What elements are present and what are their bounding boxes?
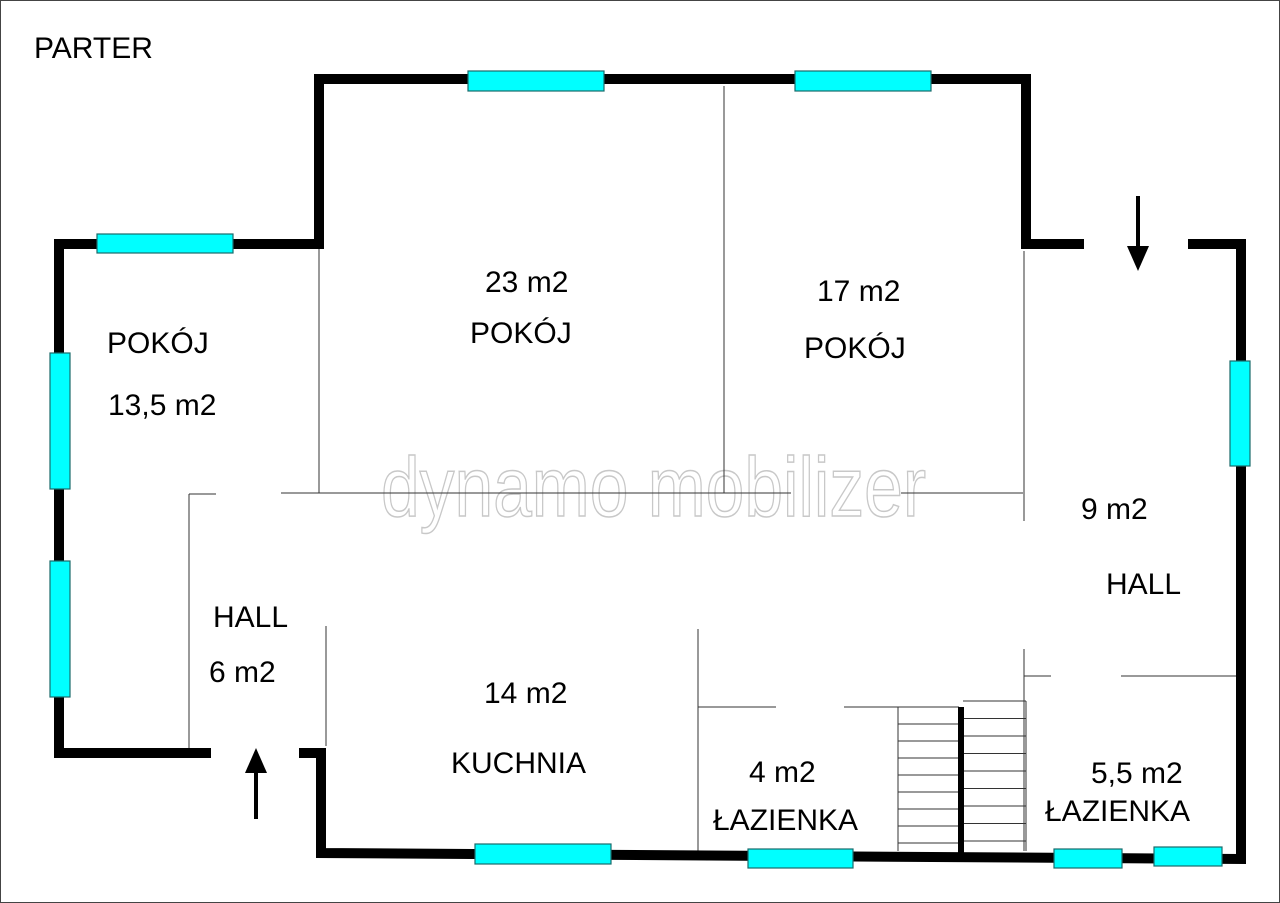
room-area: 14 m2 xyxy=(484,677,567,710)
room-name: POKÓJ xyxy=(804,332,906,365)
window xyxy=(96,233,234,254)
window xyxy=(1229,360,1251,467)
interior-walls xyxy=(188,86,1236,851)
room-name: ŁAZIENKA xyxy=(1045,795,1190,828)
windows xyxy=(49,70,1251,869)
room-area: 5,5 m2 xyxy=(1091,757,1183,790)
window xyxy=(474,843,612,865)
room-name: KUCHNIA xyxy=(451,747,586,780)
room-area: 6 m2 xyxy=(209,656,276,689)
arrow-up-icon xyxy=(245,748,267,819)
room-area: 23 m2 xyxy=(485,266,568,299)
room-name: HALL xyxy=(1106,568,1181,601)
room-area: 4 m2 xyxy=(749,756,816,789)
room-name: HALL xyxy=(213,601,288,634)
window xyxy=(1153,846,1223,867)
window xyxy=(467,70,605,92)
window xyxy=(794,70,932,92)
stairs xyxy=(897,700,1027,851)
watermark: dynamo mobilizer xyxy=(381,440,926,534)
room-name: POKÓJ xyxy=(470,317,572,350)
room-area: 17 m2 xyxy=(817,275,900,308)
window xyxy=(49,560,71,698)
arrow-down-icon xyxy=(1127,196,1149,271)
room-area: 9 m2 xyxy=(1081,493,1148,526)
room-name: POKÓJ xyxy=(107,327,209,360)
window xyxy=(747,848,854,869)
window xyxy=(49,352,71,490)
room-name: ŁAZIENKA xyxy=(713,804,858,837)
window xyxy=(1053,848,1123,869)
floor-title: PARTER xyxy=(34,32,153,65)
room-area: 13,5 m2 xyxy=(108,389,216,422)
